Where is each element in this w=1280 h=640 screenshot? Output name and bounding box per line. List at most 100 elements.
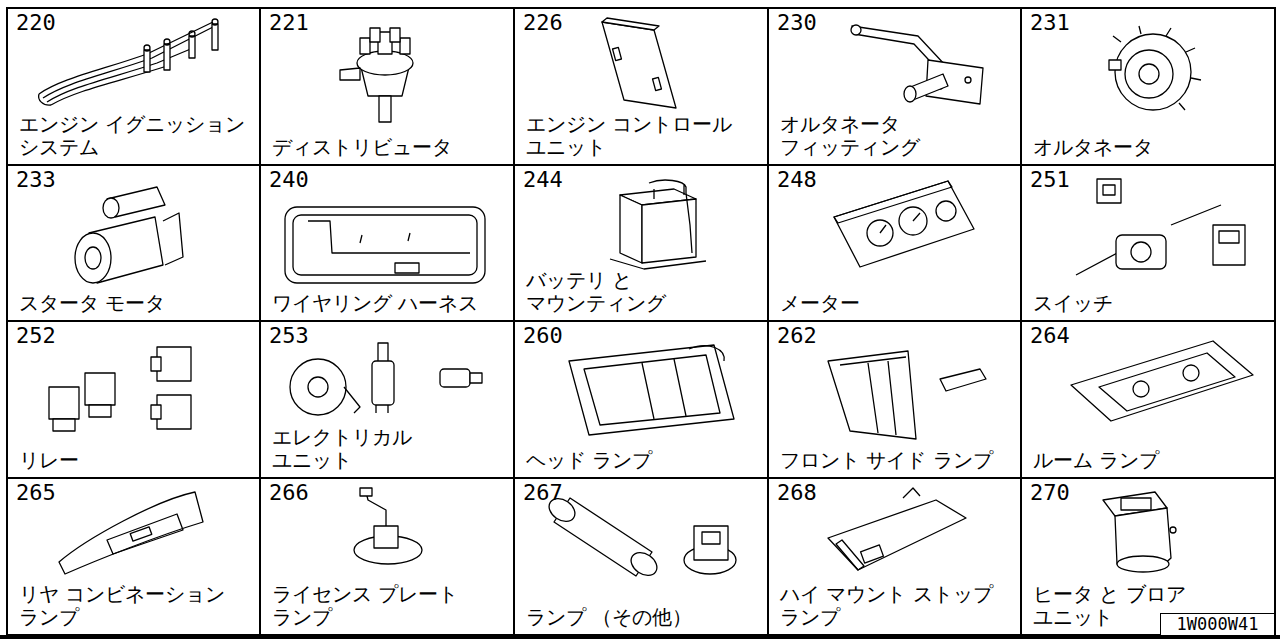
line-art <box>1097 179 1121 203</box>
line-art <box>642 359 686 419</box>
line-art <box>1116 235 1166 269</box>
line-art <box>151 357 161 371</box>
line-art <box>340 68 360 80</box>
part-name: ライセンス プレート ランプ <box>272 583 472 629</box>
callout-number: 253 <box>269 324 309 348</box>
line-art <box>103 198 119 218</box>
line-art <box>189 31 195 37</box>
catalog-cell: 221ディストリビュータ <box>260 8 514 165</box>
line-art <box>694 526 728 560</box>
line-art <box>400 38 410 54</box>
callout-number: 267 <box>523 481 563 505</box>
catalog-cell: 233 スタータ モータ <box>7 165 260 321</box>
drawing-number: 1W000W41 <box>1177 616 1259 633</box>
line-art <box>834 181 952 223</box>
part-name: バッテリ と マウンティング <box>526 269 678 315</box>
part-name: オルタネータ <box>1033 136 1153 159</box>
part-name: リヤ コンビネーション ランプ <box>19 583 239 629</box>
callout-number: 233 <box>16 168 56 192</box>
line-art <box>85 247 101 269</box>
line-art <box>285 207 485 283</box>
part-name: オルタネータ フィッティング <box>780 113 932 159</box>
catalog-cell: 248 メーター <box>768 165 1021 321</box>
line-art <box>395 263 419 273</box>
part-name: スイッチ <box>1033 292 1113 315</box>
catalog-cell: 265リヤ コンビネーション ランプ <box>7 478 260 635</box>
line-art <box>613 47 622 60</box>
line-art <box>344 387 360 413</box>
callout-number: 231 <box>1030 11 1070 35</box>
catalog-cell: 253 エレクトリカル ユニット <box>260 321 514 478</box>
line-art <box>308 377 328 397</box>
part-name: エレクトリカル ユニット <box>272 426 432 472</box>
part-name: ルーム ランプ <box>1033 449 1159 472</box>
part-name: ヘッド ランプ <box>526 449 652 472</box>
line-art <box>151 405 161 419</box>
catalog-cell: 264ルーム ランプ <box>1021 321 1275 478</box>
callout-number: 240 <box>269 168 309 192</box>
line-art <box>686 193 692 253</box>
line-art <box>936 201 956 221</box>
line-art <box>649 180 686 199</box>
catalog-cell: 260ヘッド ランプ <box>514 321 768 478</box>
line-art <box>59 492 203 574</box>
line-art <box>157 347 191 381</box>
line-art <box>828 351 916 439</box>
line-art <box>1125 50 1173 98</box>
line-art <box>1183 365 1199 381</box>
catalog-cell: 251スイッチ <box>1021 165 1275 321</box>
line-art <box>1170 527 1176 533</box>
line-art <box>7 477 1275 479</box>
electrical-unit-drawing <box>290 343 482 415</box>
line-art <box>1219 231 1239 243</box>
line-art <box>144 50 150 72</box>
line-art <box>107 514 183 554</box>
line-art <box>390 28 400 42</box>
part-illustrations <box>39 18 1253 580</box>
battery-drawing <box>610 180 706 269</box>
line-art <box>376 343 388 413</box>
catalog-cell: 230 オルタネータ フィッティング <box>768 8 1021 165</box>
line-art <box>157 395 191 429</box>
line-art <box>1121 498 1151 510</box>
line-art <box>689 346 724 361</box>
line-art <box>39 22 213 94</box>
line-art <box>164 39 170 45</box>
part-name: メーター <box>780 292 860 315</box>
line-art <box>1113 26 1201 110</box>
heater-unit-drawing <box>1103 492 1176 572</box>
line-art <box>1103 185 1115 195</box>
switch-drawing <box>1076 179 1245 275</box>
part-name: リレー <box>19 449 79 472</box>
line-art <box>1099 353 1235 411</box>
catalog-cell: 266ライセンス プレート ランプ <box>260 478 514 635</box>
part-name: ディストリビュータ <box>272 136 452 159</box>
callout-number: 262 <box>777 324 817 348</box>
line-art <box>7 8 1275 635</box>
callout-number: 226 <box>523 11 563 35</box>
line-art <box>602 22 676 108</box>
catalog-cell: 231 オルタネータ <box>1021 8 1275 165</box>
line-art <box>53 419 75 431</box>
part-name: スタータ モータ <box>19 292 165 315</box>
line-art <box>0 635 1280 639</box>
part-name: ランプ （その他） <box>526 606 692 629</box>
line-art <box>290 359 346 415</box>
alternator-bracket-drawing <box>851 25 983 104</box>
catalog-cell: 268ハイ マウント ストップ ランプ <box>768 478 1021 635</box>
callout-number: 268 <box>777 481 817 505</box>
catalog-cell: 252リレー <box>7 321 260 478</box>
line-art <box>49 387 79 419</box>
line-art <box>1076 205 1221 275</box>
line-art <box>308 221 470 253</box>
callout-number: 248 <box>777 168 817 192</box>
line-art <box>1071 341 1253 421</box>
line-art <box>834 181 974 267</box>
catalog-cell: 226エンジン コントロール ユニット <box>514 8 768 165</box>
meter-drawing <box>834 181 974 267</box>
line-art <box>904 86 916 102</box>
callout-number: 230 <box>777 11 817 35</box>
line-art <box>702 532 720 544</box>
